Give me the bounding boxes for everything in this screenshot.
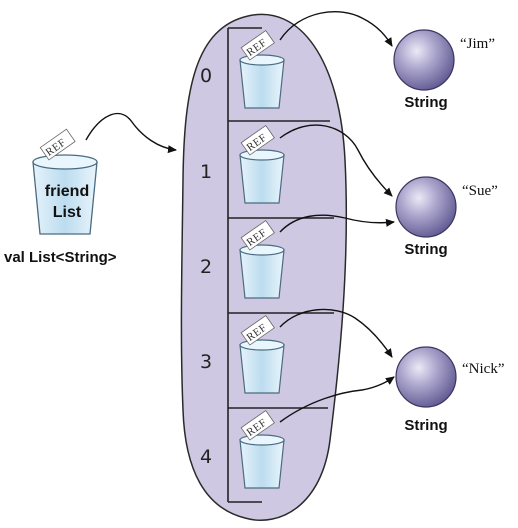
object-type-nick: String bbox=[404, 417, 447, 434]
ref-cup-4: REF bbox=[239, 409, 285, 489]
index-label-1: 1 bbox=[200, 161, 212, 183]
arrow-ref2-to-sue bbox=[279, 214, 395, 233]
index-label-3: 3 bbox=[200, 351, 212, 373]
arrow-variable-to-list bbox=[85, 112, 177, 154]
arrow-ref1-to-sue bbox=[279, 124, 393, 197]
object-sphere bbox=[393, 29, 455, 91]
arrow-ref4-to-nick bbox=[279, 376, 395, 423]
index-label-2: 2 bbox=[200, 256, 212, 278]
object-type-jim: String bbox=[404, 94, 447, 111]
ref-cup-2: REF bbox=[239, 219, 285, 299]
index-label-4: 4 bbox=[200, 446, 212, 468]
variable-name-line1: friend bbox=[45, 183, 89, 200]
object-value-jim: “Jim” bbox=[460, 36, 495, 52]
index-label-0: 0 bbox=[200, 65, 212, 87]
variable-type-label: val List<String> bbox=[4, 249, 117, 266]
string-object-jim: “Jim” String bbox=[393, 29, 495, 111]
arrow-ref0-to-jim bbox=[279, 11, 393, 47]
string-object-nick: “Nick” String bbox=[395, 346, 504, 434]
list-slots-frame bbox=[227, 27, 334, 503]
variable-cup: REF bbox=[32, 128, 98, 235]
object-sphere bbox=[395, 176, 457, 238]
ref-cup-0: REF bbox=[239, 29, 285, 109]
object-sphere bbox=[395, 346, 457, 408]
object-value-sue: “Sue” bbox=[462, 183, 498, 199]
ref-cup-3: REF bbox=[239, 314, 285, 394]
variable-name-line2: List bbox=[53, 204, 82, 221]
string-object-sue: “Sue” String bbox=[395, 176, 498, 258]
arrow-ref3-to-nick bbox=[279, 308, 393, 358]
object-value-nick: “Nick” bbox=[462, 361, 504, 377]
object-type-sue: String bbox=[404, 241, 447, 258]
